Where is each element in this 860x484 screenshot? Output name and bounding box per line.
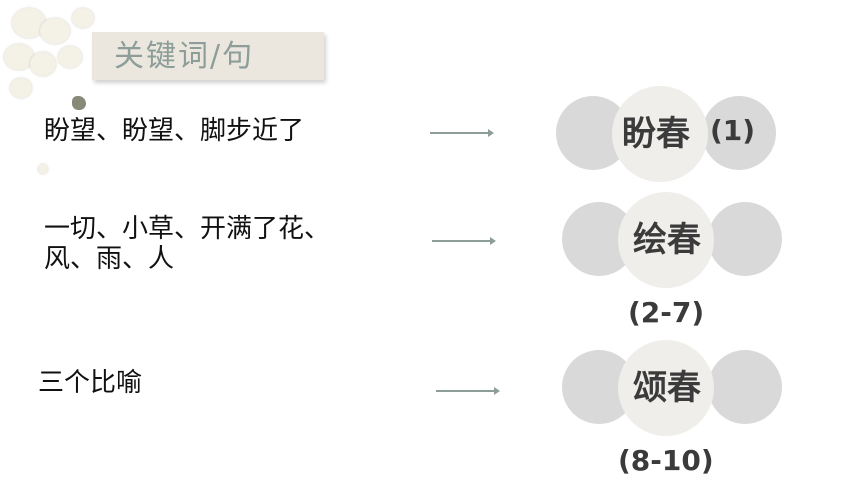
page-title: 关键词/句 bbox=[114, 39, 255, 74]
arrow-right-icon bbox=[430, 129, 494, 137]
circle-right bbox=[708, 202, 782, 276]
keyword-text-3: 三个比喻 bbox=[38, 368, 143, 398]
arrow-right-icon bbox=[436, 387, 500, 395]
circle-right bbox=[708, 350, 782, 424]
circle-right bbox=[702, 96, 776, 170]
section-circle-group-3: 颂春 bbox=[562, 340, 782, 440]
section-label: 颂春 bbox=[633, 368, 701, 408]
bee-icon bbox=[72, 96, 86, 110]
section-circle-group-2: 绘春 bbox=[562, 192, 782, 292]
section-label: 绘春 bbox=[633, 220, 701, 260]
keyword-text-2: 一切、小草、开满了花、 风、雨、人 bbox=[44, 214, 331, 274]
section-circle-group-1: 盼春 bbox=[556, 86, 776, 186]
flower-decoration-icon bbox=[0, 0, 130, 174]
section-range: (1) bbox=[710, 114, 756, 147]
section-range: (2-7) bbox=[628, 296, 705, 329]
keyword-text-1: 盼望、盼望、脚步近了 bbox=[44, 116, 305, 146]
circle-center bbox=[618, 192, 714, 288]
arrow-right-icon bbox=[432, 237, 496, 245]
section-label: 盼春 bbox=[622, 114, 690, 154]
section-range: (8-10) bbox=[618, 444, 714, 477]
circle-center bbox=[618, 340, 714, 436]
circle-center bbox=[612, 86, 708, 182]
title-banner bbox=[92, 32, 324, 80]
